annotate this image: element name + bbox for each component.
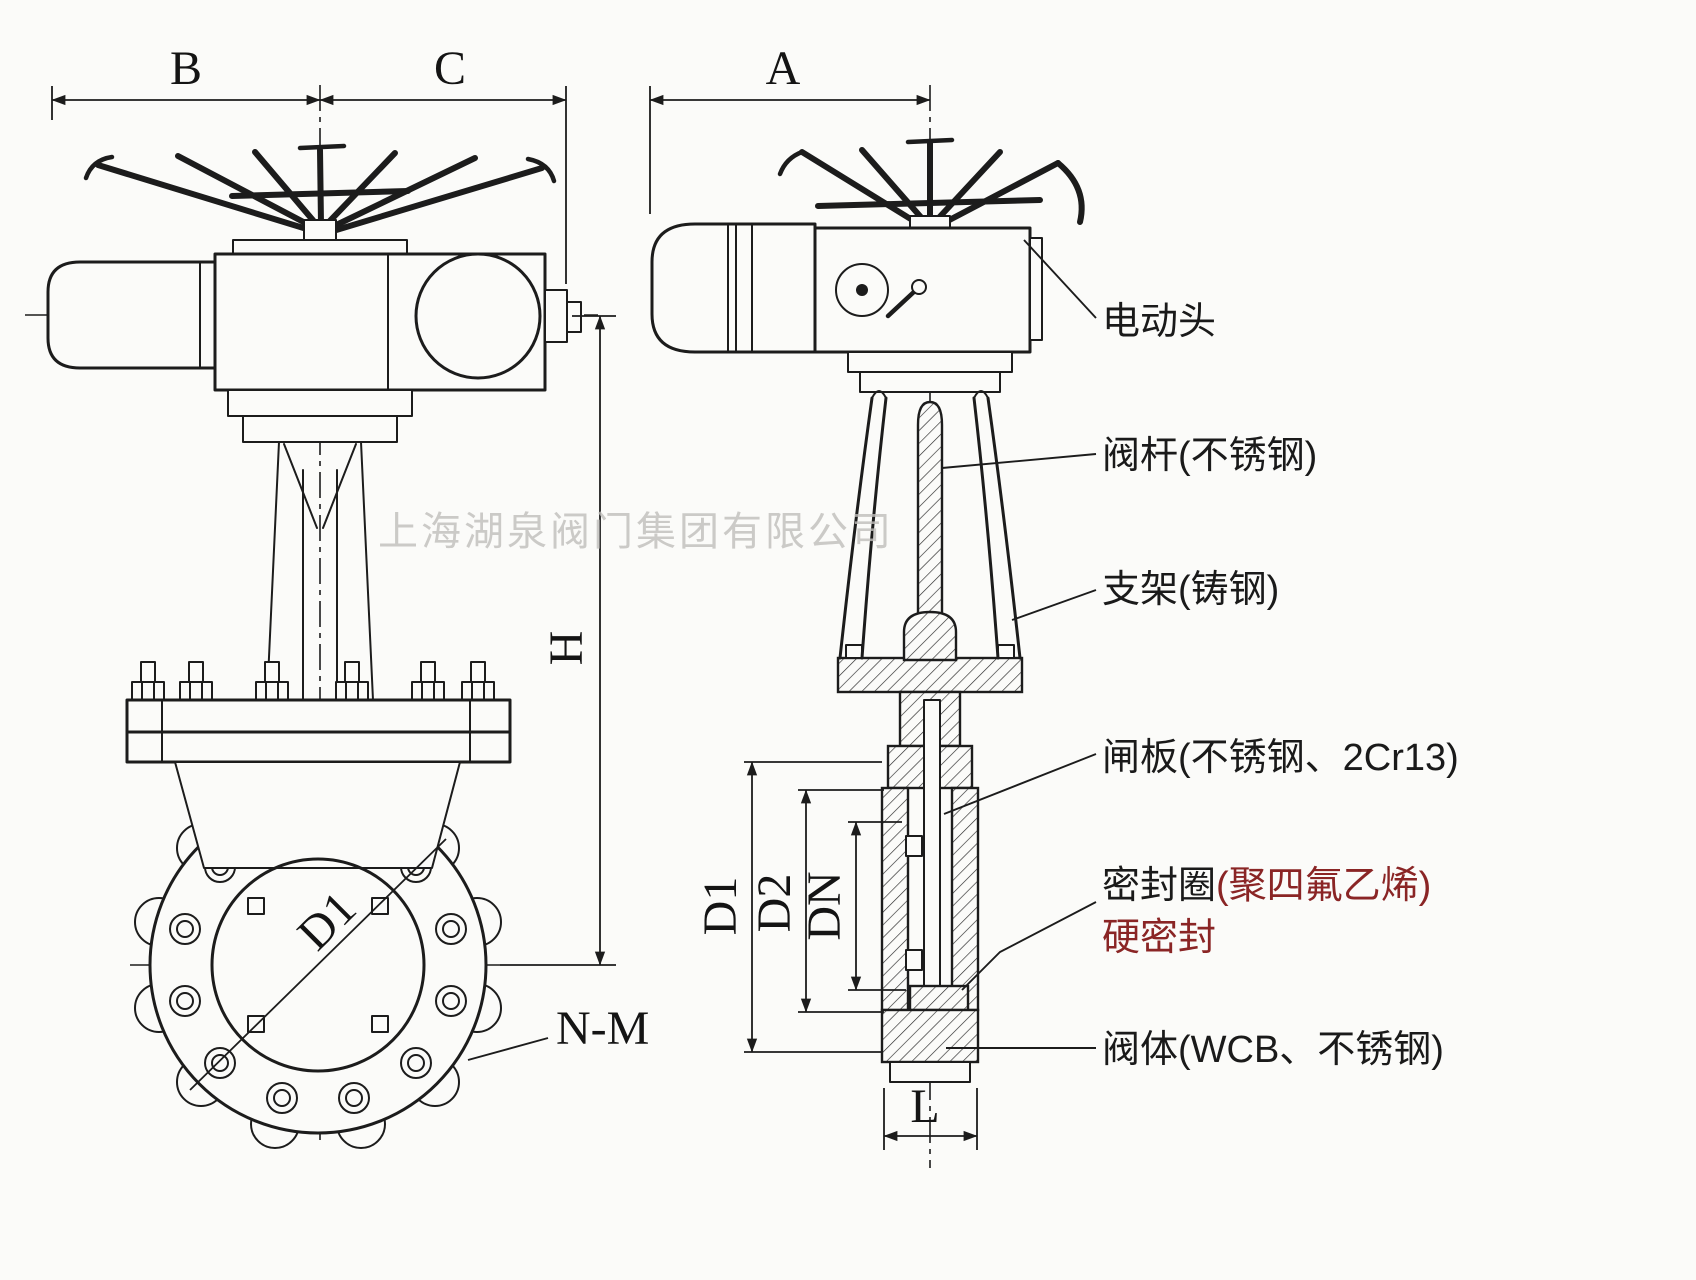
- motor-cylinder-side: [650, 222, 817, 354]
- stem-nut: [902, 610, 958, 662]
- callout-bracket: 支架(铸钢): [1011, 569, 1279, 621]
- dim-label-dn: DN: [798, 871, 851, 940]
- callout-label-seal-2: (聚四氟乙烯): [1216, 865, 1431, 907]
- callout-label-seal-3: 硬密封: [1102, 917, 1216, 959]
- stem-side: [916, 400, 944, 617]
- dimension-A: A: [649, 42, 931, 214]
- bonnet-flange-front: [125, 698, 512, 764]
- dimension-D2: D2: [748, 789, 884, 1013]
- dimension-C: C: [319, 42, 567, 284]
- callout-label-body: 阀体(WCB、不锈钢): [1102, 1029, 1444, 1071]
- dimension-D1-side: D1: [694, 761, 882, 1053]
- body-wall-left: [880, 786, 910, 1012]
- callout-label-bracket: 支架(铸钢): [1102, 569, 1279, 611]
- bottom-flange-side: [880, 1008, 980, 1064]
- handwheel-side: [777, 137, 1085, 241]
- dim-label-d2: D2: [748, 874, 801, 933]
- dimension-H: H: [500, 315, 616, 966]
- callout-label-stem: 阀杆(不锈钢): [1102, 435, 1317, 477]
- d1-diagonal: [189, 838, 447, 1091]
- actuator-side: [650, 215, 1043, 393]
- gate-plate-side: [923, 699, 941, 997]
- body-side: [880, 690, 980, 1083]
- watermark-text: 上海湖泉阀门集团有限公司: [378, 510, 894, 554]
- callout-stem: 阀杆(不锈钢): [941, 435, 1317, 477]
- dim-label-l: L: [910, 1080, 939, 1133]
- gate-guides-front: [247, 897, 389, 1033]
- callout-label-seal-1: 密封圈: [1102, 865, 1216, 907]
- dimension-B: B: [51, 42, 321, 120]
- handwheel-front: [83, 143, 557, 249]
- dim-label-a: A: [766, 42, 801, 95]
- callout-label-gate: 闸板(不锈钢、2Cr13): [1102, 737, 1459, 779]
- dim-label-d1-side: D1: [694, 877, 747, 936]
- side-view: A: [649, 42, 1085, 1168]
- callout-label-actuator: 电动头: [1102, 301, 1216, 343]
- actuator-front: [46, 239, 582, 392]
- dim-label-nm: N-M: [556, 1002, 649, 1055]
- yoke-base-plate: [836, 656, 1024, 694]
- body-wall-right: [950, 786, 980, 1012]
- valve-body-front: D1: [134, 761, 502, 1149]
- body-neck-front: [174, 761, 461, 869]
- callout-seal: 密封圈 (聚四氟乙烯) 硬密封: [961, 865, 1431, 991]
- callout-actuator: 电动头: [1023, 239, 1216, 343]
- dim-label-c: C: [434, 42, 466, 95]
- dimension-NM: N-M: [467, 1002, 649, 1061]
- callout-gate: 闸板(不锈钢、2Cr13): [943, 737, 1459, 815]
- dimension-DN: DN: [798, 821, 906, 991]
- yoke-front: [227, 389, 413, 701]
- motor-cylinder-front: [46, 260, 217, 370]
- yoke-side: [836, 390, 1024, 694]
- body-bore-circle: [210, 857, 426, 1073]
- callout-body: 阀体(WCB、不锈钢): [946, 1029, 1444, 1071]
- declutch-lever: [885, 287, 919, 319]
- front-view: B C: [25, 42, 649, 1149]
- motor-front: [414, 252, 542, 380]
- dim-label-h: H: [540, 631, 593, 666]
- seat-ring: [908, 984, 970, 1012]
- dim-label-b: B: [170, 42, 202, 95]
- dimension-L: L: [883, 1080, 978, 1150]
- callouts: 电动头 阀杆(不锈钢) 支架(铸钢) 闸板(不锈钢、2Cr13) 密封圈 (聚四…: [941, 239, 1459, 1071]
- flange-bolts-front: [131, 661, 495, 701]
